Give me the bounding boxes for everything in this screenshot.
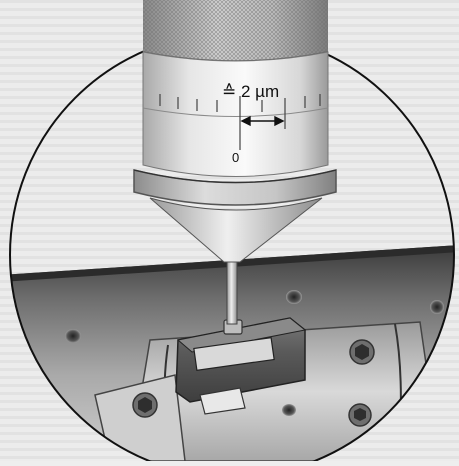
screw-hole: [65, 329, 81, 343]
screw-hole: [430, 300, 444, 314]
zero-mark-label: 0: [232, 150, 240, 165]
screw-hole: [286, 290, 302, 304]
spindle: [226, 261, 238, 325]
micrometer-head: [133, 0, 337, 263]
scale-annotation: ≙ 2 µm: [222, 82, 280, 101]
screw-hole: [282, 404, 296, 416]
contact-plate: [193, 337, 275, 371]
clamp: [199, 387, 246, 415]
